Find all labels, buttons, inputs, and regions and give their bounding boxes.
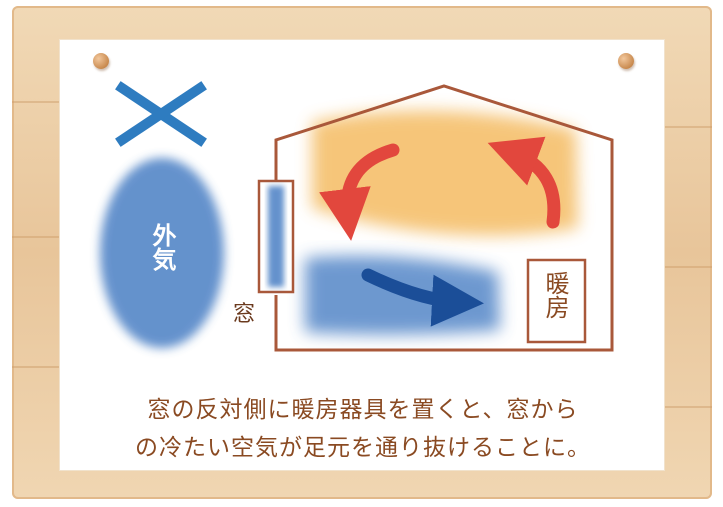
plank-line (664, 406, 712, 408)
outside-air-label: 外気 (148, 223, 176, 271)
caption-line-1: 窓の反対側に暖房器具を置くと、窓から (147, 397, 579, 423)
heater-box (526, 258, 587, 344)
outside-air-blob (100, 158, 224, 348)
plank-line (12, 366, 72, 368)
plank-line (12, 236, 72, 238)
plank-line (664, 266, 712, 268)
caption-line-2: の冷たい空気が足元を通り抜けることに。 (135, 435, 591, 461)
window-pane (268, 186, 284, 287)
warm-flow-arrow-right (487, 136, 561, 229)
cold-flow-arrow (361, 268, 484, 327)
pin-left (93, 53, 109, 69)
heater-label: 暖房 (541, 271, 569, 319)
window-label: 窓 (233, 302, 256, 327)
plank-line (664, 126, 712, 128)
warm-flow-arrow-left (319, 143, 400, 241)
pin-right (618, 53, 634, 69)
house-outline (274, 84, 614, 352)
plank-line (12, 101, 72, 103)
cross-mark-icon (115, 81, 207, 147)
